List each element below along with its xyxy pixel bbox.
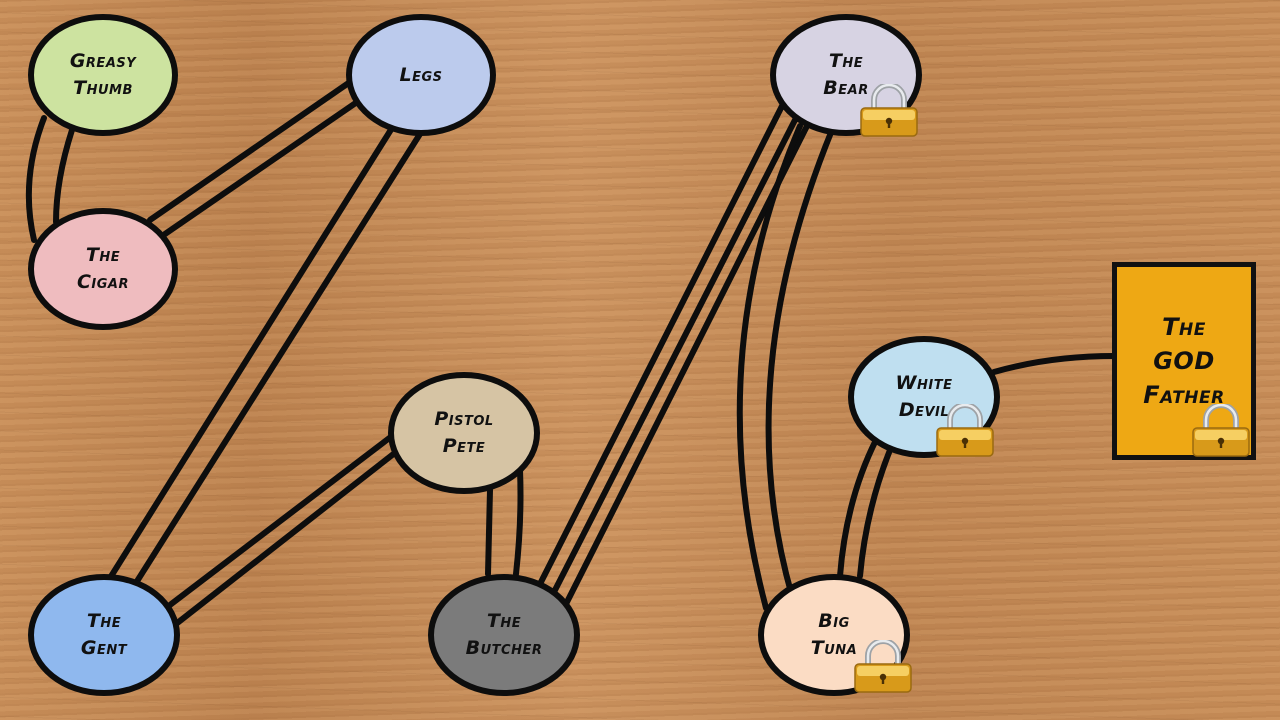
wire-greasy-thumb-cigar-2: [53, 127, 75, 225]
node-godfather[interactable]: The GOD Father: [1112, 262, 1256, 460]
wire-greasy-thumb-cigar: [25, 115, 47, 243]
wire-bear-big-tuna-2: [765, 127, 835, 599]
padlock-icon: [860, 84, 918, 137]
node-label: The Butcher: [465, 610, 543, 659]
wire-gent-pistol-pete: [163, 433, 395, 611]
wire-butcher-bear: [537, 103, 785, 587]
wire-gent-pistol-pete-2: [173, 449, 399, 627]
node-label: Greasy Thumb: [69, 50, 137, 99]
wire-pistol-pete-butcher-2: [513, 467, 524, 577]
wire-bear-big-tuna: [736, 123, 803, 611]
node-pistol-pete[interactable]: Pistol Pete: [388, 372, 540, 494]
padlock-icon: [936, 404, 994, 457]
node-label: The Gent: [80, 610, 128, 659]
padlock-icon: [854, 640, 912, 693]
node-label: White Devil: [895, 372, 953, 421]
wire-cigar-legs-2: [162, 97, 363, 237]
node-greasy-thumb[interactable]: Greasy Thumb: [28, 14, 178, 136]
wire-legs-gent-2: [131, 131, 423, 589]
node-label: The Cigar: [76, 244, 130, 293]
node-label: Pistol Pete: [434, 408, 494, 457]
padlock-icon: [1192, 404, 1250, 457]
wire-pistol-pete-butcher: [485, 487, 493, 577]
node-the-cigar[interactable]: The Cigar: [28, 208, 178, 330]
wire-butcher-bear-3: [563, 121, 811, 607]
wire-white-devil-godfather: [991, 353, 1117, 375]
wire-cigar-legs: [147, 79, 353, 223]
node-label: The Bear: [823, 50, 869, 99]
wire-butcher-bear-2: [549, 115, 799, 599]
godfather-label: The GOD Father: [1143, 313, 1225, 409]
node-the-gent[interactable]: The Gent: [28, 574, 180, 696]
wire-big-tuna-white-devil-2: [857, 447, 893, 579]
node-label: Legs: [399, 63, 443, 86]
node-label: Big Tuna: [810, 610, 858, 659]
node-legs[interactable]: Legs: [346, 14, 496, 136]
wire-big-tuna-white-devil: [837, 437, 879, 579]
wire-legs-gent: [107, 125, 395, 581]
node-the-butcher[interactable]: The Butcher: [428, 574, 580, 696]
